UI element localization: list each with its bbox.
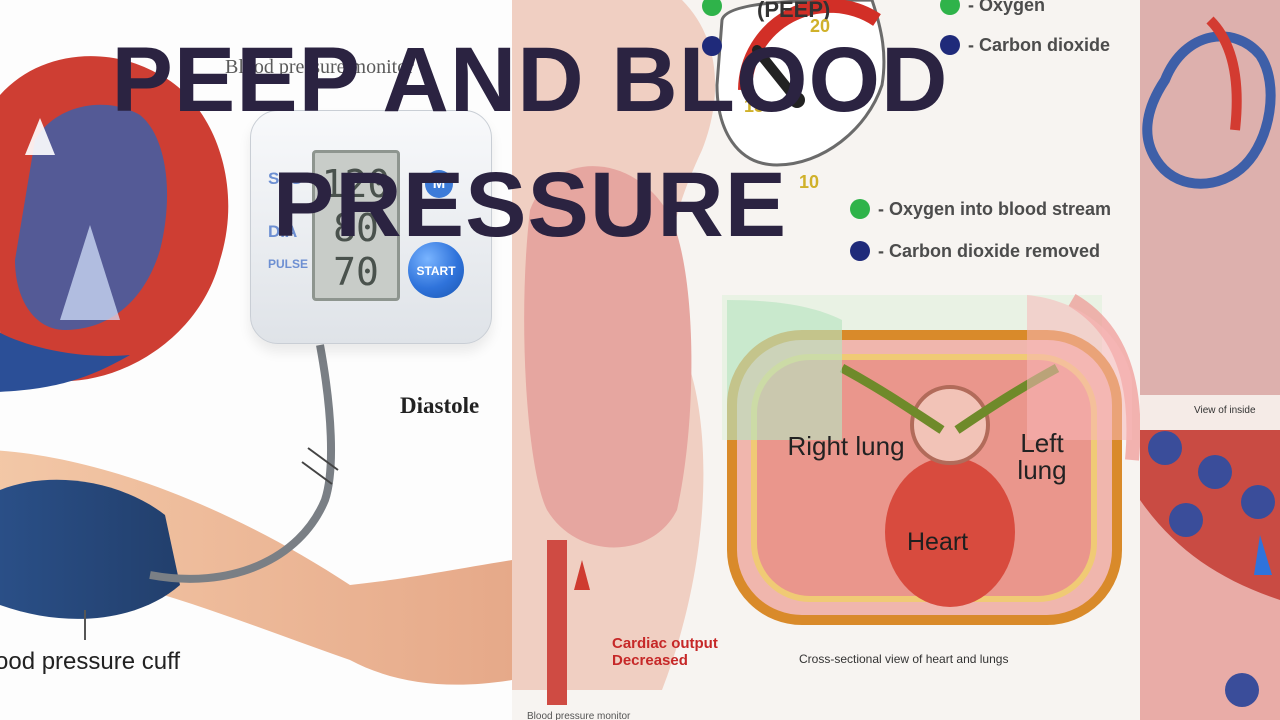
gauge-tick-15: 15	[744, 96, 765, 116]
gauge-red-arc-icon	[738, 0, 881, 91]
legend-top-carbon-dioxide: - Carbon dioxide	[940, 34, 1110, 56]
oxygen-dot-icon	[702, 0, 722, 16]
middle-illustration-panel: (PEEP) 20 15 10 - Oxygen - Carbon dioxid…	[512, 0, 1140, 720]
main-headline: PEEP AND BLOOD PRESSURE	[50, 29, 1010, 257]
heart-vein-icon	[0, 332, 130, 392]
heart-label: Heart	[907, 528, 969, 556]
oxygen-legend-icon	[940, 0, 960, 16]
cuff-label: ood pressure cuff	[0, 648, 181, 675]
alveoli-illustration	[1140, 0, 1280, 720]
headline-line-2: PRESSURE	[272, 154, 788, 257]
oxygen-molecule-4-icon	[1169, 503, 1203, 537]
diastolic-value: 80	[333, 206, 379, 250]
headline-line-1: PEEP AND BLOOD	[111, 29, 949, 131]
dia-label: DIA	[268, 222, 298, 241]
lung-and-peep-illustration	[512, 0, 1140, 720]
right-panel-caption: View of inside	[1194, 405, 1256, 416]
carbon-dioxide-legend-icon	[940, 35, 960, 56]
m-button-label: M	[432, 175, 446, 192]
vessel-wall-icon	[1140, 500, 1280, 720]
heart-flow-arrow-icon	[60, 225, 120, 320]
cuff-tube-icon	[149, 344, 335, 583]
monitor-label: Blood pressure monitor	[225, 56, 414, 78]
left-lung-label: Left lung	[1017, 428, 1067, 486]
oxygen-legend-label: - Oxygen	[968, 0, 1046, 15]
carbon-dioxide-removed-label: - Carbon dioxide removed	[878, 240, 1101, 261]
carbon-dioxide-removed-icon	[850, 241, 870, 262]
transfer-arrow-icon	[1254, 535, 1272, 575]
cardiac-output-label: Cardiac output Decreased	[612, 635, 718, 670]
blood-pressure-cuff-icon	[0, 479, 180, 619]
spine-icon	[910, 385, 990, 465]
heart-ventricle-icon	[15, 104, 168, 330]
cross-section-caption: Cross-sectional view of heart and lungs	[799, 652, 1009, 666]
heart-and-cuff-illustration	[0, 56, 512, 685]
cardiac-output-line2: Decreased	[612, 652, 688, 670]
pulse-label: PULSE	[268, 257, 309, 271]
bottom-caption: Blood pressure monitor	[527, 711, 631, 720]
carbon-dioxide-legend-label: - Carbon dioxide	[968, 34, 1111, 55]
start-button-label: START	[416, 264, 456, 278]
systolic-value: 120	[321, 162, 391, 206]
right-illustration-panel: View of inside	[1140, 0, 1280, 720]
heart-cross-section-icon	[885, 457, 1015, 607]
gauge-needle-icon	[752, 45, 802, 105]
left-illustration-panel: 120 80 70 SYS DIA PULSE M START Blood pr…	[0, 0, 512, 720]
capillary-icon	[1206, 16, 1242, 131]
gauge-pivot-icon	[789, 92, 805, 108]
lung-illustration-icon	[524, 166, 692, 548]
monitor-display: 120 80 70	[312, 150, 400, 301]
legend-bottom-oxygen: - Oxygen into blood stream	[850, 198, 1111, 220]
gauge-tick-20: 20	[810, 16, 831, 36]
tube-break-icon	[301, 447, 339, 485]
decrease-arrow-icon	[574, 560, 590, 590]
legend-bottom-carbon-dioxide: - Carbon dioxide removed	[850, 240, 1100, 262]
alveoli-tissue-icon	[1140, 0, 1280, 395]
sys-label: SYS	[268, 169, 303, 188]
oxygen-molecule-3-icon	[1241, 485, 1275, 519]
watermark-block-icon	[1027, 295, 1132, 440]
carbon-dioxide-dot-icon	[702, 36, 722, 56]
pulse-value: 70	[333, 250, 379, 294]
oxygen-molecule-2-icon	[1198, 455, 1232, 489]
oxygen-into-blood-icon	[850, 199, 870, 220]
artery-column-icon	[547, 540, 567, 705]
right-lung-label: Right lung	[787, 431, 905, 461]
heart-flow-arrow-small-icon	[25, 118, 55, 155]
gauge-unit-label: (PEEP)	[757, 0, 831, 22]
legend-top-oxygen: - Oxygen	[940, 0, 1045, 16]
gauge-tick-10: 10	[799, 172, 820, 192]
oxygen-into-blood-label: - Oxygen into blood stream	[878, 198, 1112, 219]
watermark-left-block-icon	[727, 300, 842, 440]
diastole-label: Diastole	[400, 393, 480, 418]
m-button[interactable]: M	[425, 170, 453, 198]
start-button[interactable]: START	[408, 242, 464, 298]
cardiac-output-line1: Cardiac output	[612, 635, 718, 652]
oxygen-molecule-icon	[1148, 431, 1182, 465]
oxygen-molecule-5-icon	[1225, 673, 1259, 707]
